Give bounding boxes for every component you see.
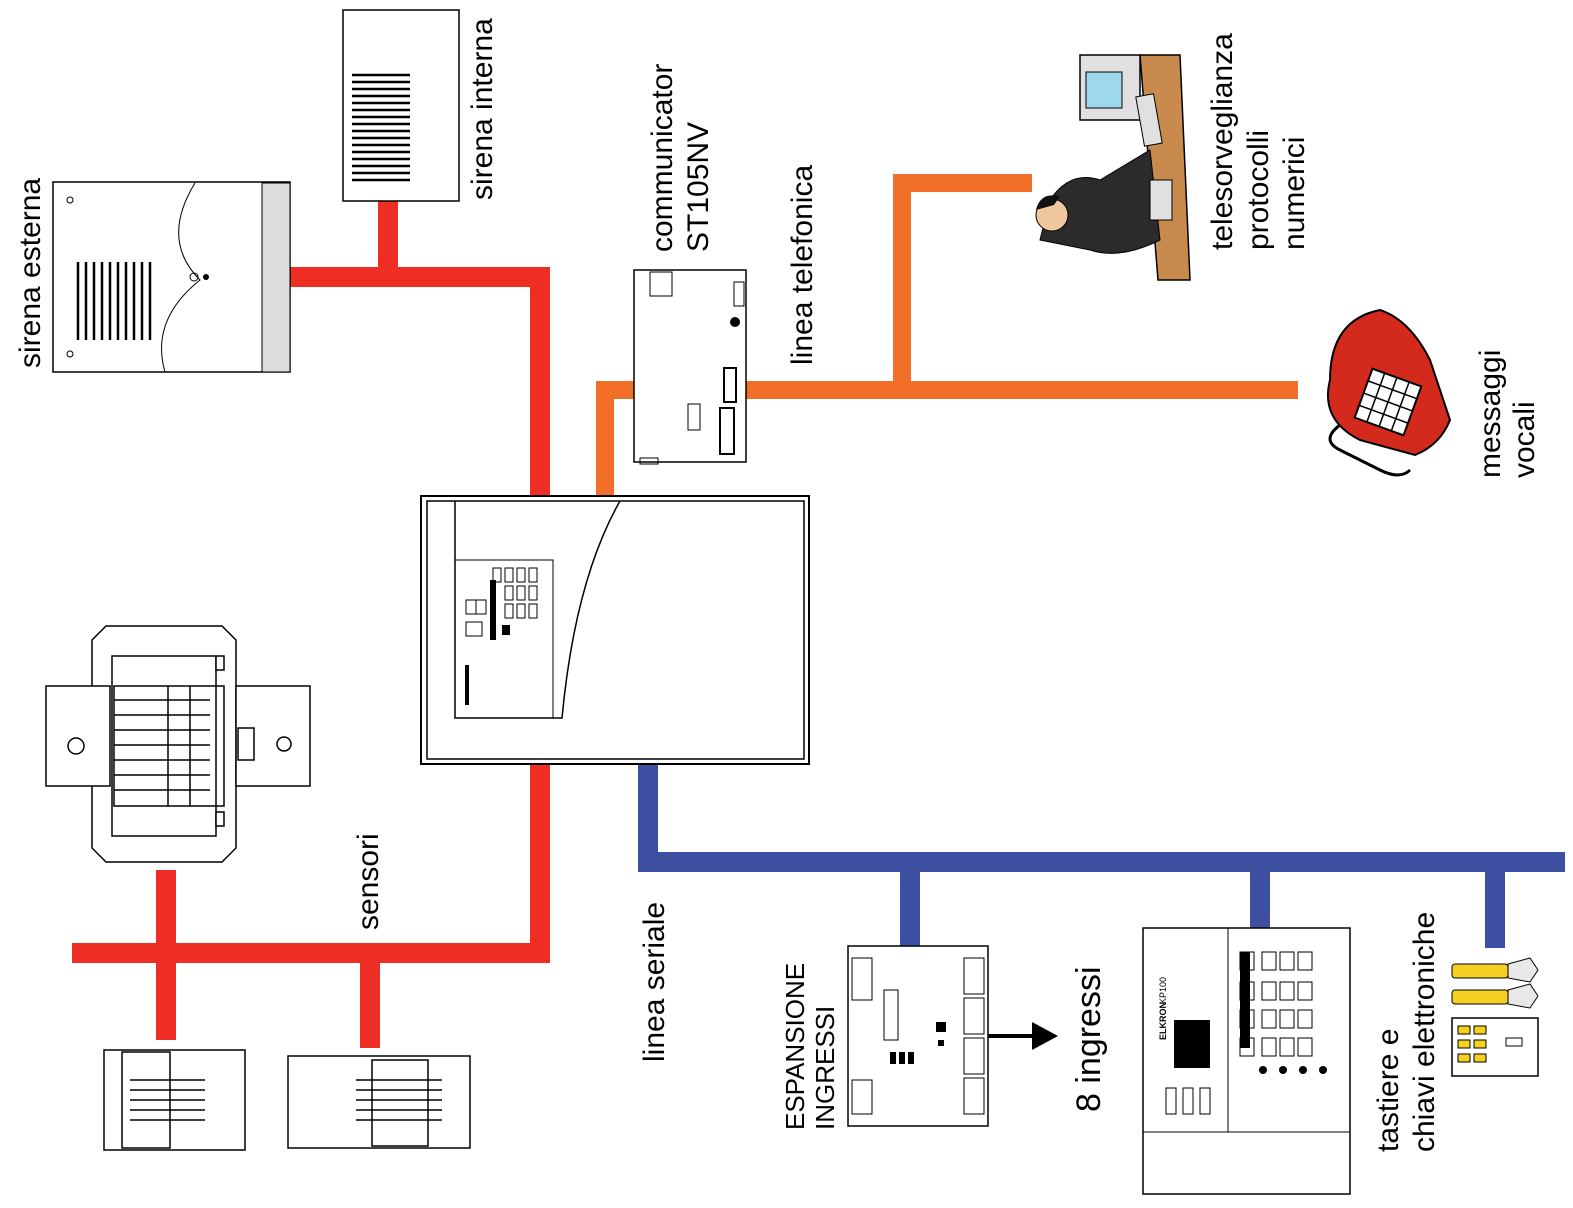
key-reader [1451,1017,1539,1077]
labels: sirena esterna sirena interna communicat… [14,18,1541,1152]
communicator-board [633,269,747,465]
label-numerici: numerici [1278,137,1311,250]
label-espansione: ESPANSIONE [780,963,810,1130]
electronic-keys [1451,957,1539,1077]
label-telesorveglianza: telesorveglianza [1206,33,1239,250]
siren-bus-line [290,200,550,500]
label-sirena-esterna: sirena esterna [14,178,47,368]
label-communicator-1: communicator [646,64,679,252]
label-linea-seriale: linea seriale [638,902,671,1062]
serial-line-path [638,765,1565,948]
sensor-left [103,1049,246,1151]
label-protocolli: protocolli [1242,130,1275,250]
kp100-keypad: KP100 ELKRON [1142,927,1351,1195]
label-messaggi: messaggi [1474,350,1507,478]
label-tastiere: tastiere e [1372,1029,1405,1152]
kp100-model-text: KP100 [1158,977,1168,1004]
internal-siren [342,9,460,202]
label-sirena-interna: sirena interna [466,18,499,200]
label-8-ingressi: 8 ingressi [1070,966,1108,1112]
sensor-right [287,1055,471,1149]
control-panel [420,495,810,765]
label-ingressi-board: INGRESSI [810,1006,840,1130]
motion-sensor [45,625,311,863]
sensor-bus-line [72,765,550,1048]
phone-line [596,174,1298,500]
red-telephone-icon [1327,308,1452,477]
kp100-brand-text: ELKRON [1158,1002,1168,1040]
operator-at-desk-icon [1035,54,1191,281]
external-siren [52,181,291,373]
alarm-bus [72,200,550,1048]
electronic-key-1 [1451,957,1539,983]
electronic-key-2 [1451,983,1539,1009]
input-expansion-board [847,945,1058,1127]
serial-line [638,765,1565,948]
label-sensori: sensori [352,833,385,930]
label-vocali: vocali [1508,401,1541,478]
label-chiavi: chiavi elettroniche [1408,912,1441,1152]
label-linea-telefonica: linea telefonica [786,165,819,365]
label-communicator-2: ST105NV [682,122,715,252]
phone-line-path [596,174,1298,500]
